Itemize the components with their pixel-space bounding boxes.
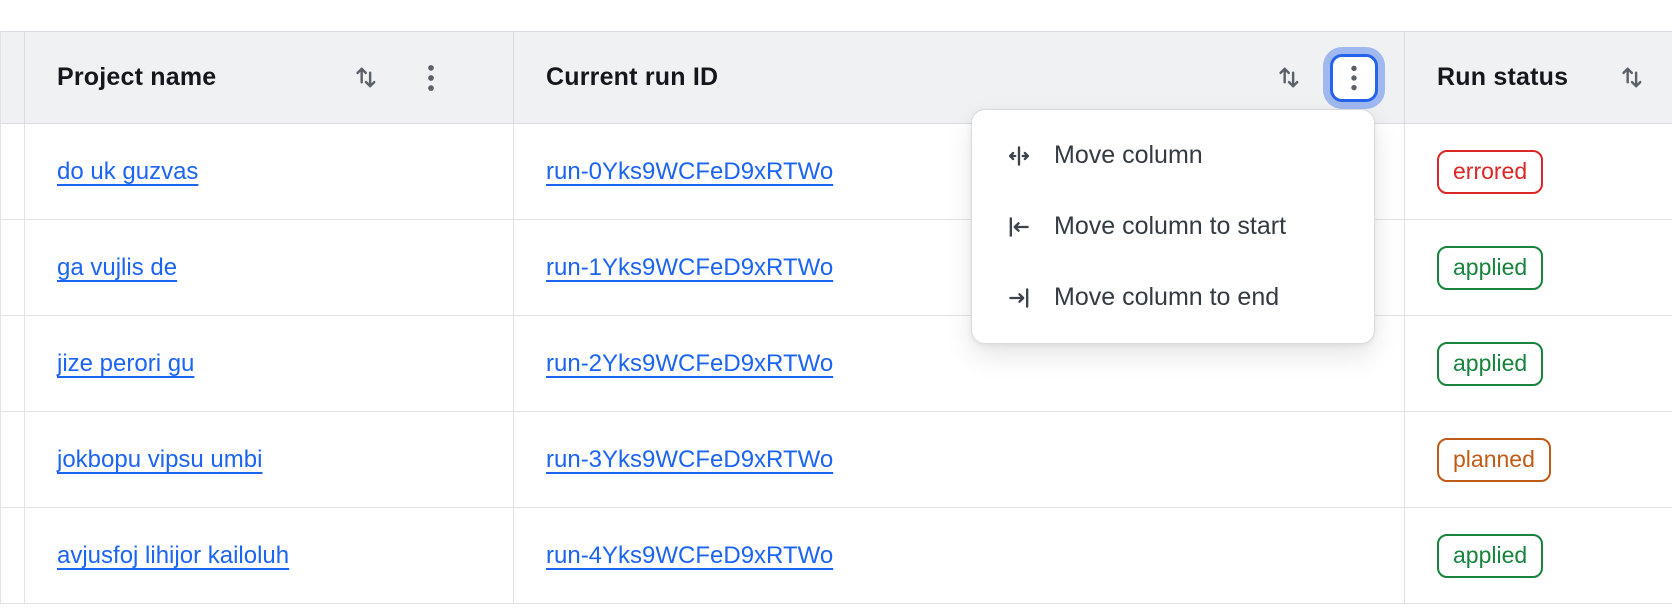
- table-row: jokbopu vipsu umbi run-3Yks9WCFeD9xRTWo …: [1, 412, 1672, 508]
- row-handle-gutter: [1, 220, 25, 315]
- sort-button[interactable]: [351, 54, 381, 102]
- column-title: Current run ID: [546, 63, 719, 91]
- run-id-link[interactable]: run-1Yks9WCFeD9xRTWo: [546, 253, 834, 281]
- run-id-cell: run-3Yks9WCFeD9xRTWo: [514, 412, 1405, 507]
- project-name-cell: do uk guzvas: [25, 124, 514, 219]
- run-id-cell: run-1Yks9WCFeD9xRTWo: [514, 220, 1405, 315]
- project-link[interactable]: do uk guzvas: [57, 157, 199, 185]
- move-column-icon: [1008, 145, 1030, 166]
- table-row: avjusfoj lihijor kailoluh run-4Yks9WCFeD…: [1, 508, 1672, 604]
- menu-item-move-column-to-start[interactable]: Move column to start: [972, 191, 1374, 262]
- run-id-cell: run-4Yks9WCFeD9xRTWo: [514, 508, 1405, 603]
- column-menu-popover: Move column Move column to start Move co…: [971, 109, 1375, 344]
- menu-item-label: Move column to start: [1054, 212, 1287, 240]
- run-status-cell: applied: [1405, 316, 1672, 411]
- run-id-link[interactable]: run-3Yks9WCFeD9xRTWo: [546, 445, 834, 473]
- status-badge: planned: [1437, 437, 1551, 482]
- sort-arrows-icon: [1278, 67, 1298, 88]
- status-badge: applied: [1437, 341, 1544, 386]
- table-header-row: Project name Curre: [1, 31, 1672, 124]
- menu-item-label: Move column: [1054, 141, 1203, 169]
- sort-arrows-icon: [355, 67, 375, 88]
- run-id-link[interactable]: run-0Yks9WCFeD9xRTWo: [546, 157, 834, 185]
- kebab-icon: [428, 64, 434, 91]
- run-status-cell: errored: [1405, 124, 1672, 219]
- row-handle-gutter: [1, 316, 25, 411]
- project-name-cell: avjusfoj lihijor kailoluh: [25, 508, 514, 603]
- run-status-cell: applied: [1405, 220, 1672, 315]
- table-row: do uk guzvas run-0Yks9WCFeD9xRTWo errore…: [1, 124, 1672, 220]
- column-title: Run status: [1437, 63, 1569, 91]
- row-handle-gutter: [1, 412, 25, 507]
- project-name-cell: jize perori gu: [25, 316, 514, 411]
- column-title: Project name: [57, 63, 217, 91]
- kebab-icon: [1351, 65, 1357, 90]
- run-id-link[interactable]: run-2Yks9WCFeD9xRTWo: [546, 349, 834, 377]
- column-header-project-name: Project name: [25, 32, 514, 123]
- run-status-cell: planned: [1405, 412, 1672, 507]
- move-column-to-end-icon: [1009, 287, 1029, 308]
- column-menu-button[interactable]: [407, 54, 455, 102]
- project-link[interactable]: jize perori gu: [57, 349, 195, 377]
- table-row: ga vujlis de run-1Yks9WCFeD9xRTWo applie…: [1, 220, 1672, 316]
- project-link[interactable]: jokbopu vipsu umbi: [57, 445, 263, 473]
- project-link[interactable]: avjusfoj lihijor kailoluh: [57, 541, 290, 569]
- move-column-to-start-icon: [1009, 216, 1029, 237]
- run-id-cell: run-0Yks9WCFeD9xRTWo: [514, 124, 1405, 219]
- sort-button[interactable]: [1617, 54, 1647, 102]
- project-name-cell: jokbopu vipsu umbi: [25, 412, 514, 507]
- run-id-link[interactable]: run-4Yks9WCFeD9xRTWo: [546, 541, 834, 569]
- run-status-cell: applied: [1405, 508, 1672, 603]
- row-handle-gutter: [1, 124, 25, 219]
- status-badge: applied: [1437, 245, 1544, 290]
- run-id-cell: run-2Yks9WCFeD9xRTWo: [514, 316, 1405, 411]
- sort-button[interactable]: [1274, 54, 1304, 102]
- status-badge: applied: [1437, 533, 1544, 578]
- status-badge: errored: [1437, 149, 1544, 194]
- menu-item-move-column-to-end[interactable]: Move column to end: [972, 262, 1374, 333]
- row-handle-gutter-header: [1, 32, 25, 123]
- column-header-current-run-id: Current run ID: [514, 32, 1405, 123]
- row-handle-gutter: [1, 508, 25, 603]
- column-header-run-status: Run status: [1405, 32, 1672, 123]
- runs-table: Project name Curre: [0, 31, 1672, 604]
- menu-item-label: Move column to end: [1054, 283, 1280, 311]
- column-menu-button-active[interactable]: [1330, 53, 1378, 102]
- sort-arrows-icon: [1621, 67, 1641, 88]
- project-name-cell: ga vujlis de: [25, 220, 514, 315]
- project-link[interactable]: ga vujlis de: [57, 253, 178, 281]
- table-row: jize perori gu run-2Yks9WCFeD9xRTWo appl…: [1, 316, 1672, 412]
- menu-item-move-column[interactable]: Move column: [972, 120, 1374, 191]
